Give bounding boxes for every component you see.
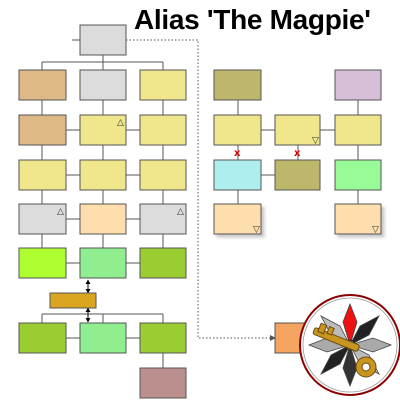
person-box[interactable] <box>79 203 127 235</box>
person-box[interactable] <box>79 247 127 279</box>
triangle-down-mark: ▽ <box>312 136 319 146</box>
person-box[interactable] <box>18 69 67 101</box>
triangle-up-mark: △ <box>57 207 64 217</box>
person-box[interactable] <box>334 69 382 101</box>
cross-tree-link <box>126 39 276 341</box>
person-box[interactable] <box>274 159 321 191</box>
link-arrows <box>85 279 91 323</box>
person-box[interactable] <box>79 322 127 354</box>
person-box-shadowed[interactable] <box>334 203 382 235</box>
person-box[interactable] <box>139 203 187 235</box>
person-box[interactable] <box>139 114 187 146</box>
x-mark: x <box>234 148 241 159</box>
triangle-up-mark: △ <box>177 207 184 217</box>
key-icon <box>312 322 377 378</box>
person-box[interactable] <box>18 159 67 191</box>
x-mark: x <box>294 148 301 159</box>
right-tree-connectors <box>237 100 359 204</box>
person-box[interactable] <box>274 114 321 146</box>
person-box[interactable] <box>334 114 382 146</box>
triangle-up-mark: △ <box>117 118 124 128</box>
person-box[interactable] <box>139 159 187 191</box>
person-box[interactable] <box>18 114 67 146</box>
triangle-down-mark: ▽ <box>372 225 379 235</box>
person-box[interactable] <box>213 159 262 191</box>
person-box[interactable] <box>79 69 127 101</box>
person-box[interactable] <box>139 69 187 101</box>
person-box[interactable] <box>79 114 127 146</box>
person-box[interactable] <box>139 367 187 399</box>
person-box[interactable] <box>18 247 67 279</box>
person-box[interactable] <box>213 114 262 146</box>
compass-rose-key-emblem <box>299 294 400 396</box>
person-box[interactable] <box>18 322 67 354</box>
person-box[interactable] <box>213 69 262 101</box>
person-box-shadowed[interactable] <box>213 203 262 235</box>
person-box[interactable] <box>18 203 67 235</box>
person-box[interactable] <box>79 159 127 191</box>
diagram-title: Alias 'The Magpie' <box>134 4 371 35</box>
link-box[interactable] <box>49 292 97 309</box>
triangle-down-mark: ▽ <box>253 225 260 235</box>
root-person-box[interactable] <box>79 24 127 56</box>
person-box[interactable] <box>139 322 187 354</box>
left-tree-connectors <box>41 39 164 368</box>
person-box[interactable] <box>334 159 382 191</box>
person-box[interactable] <box>139 247 187 279</box>
